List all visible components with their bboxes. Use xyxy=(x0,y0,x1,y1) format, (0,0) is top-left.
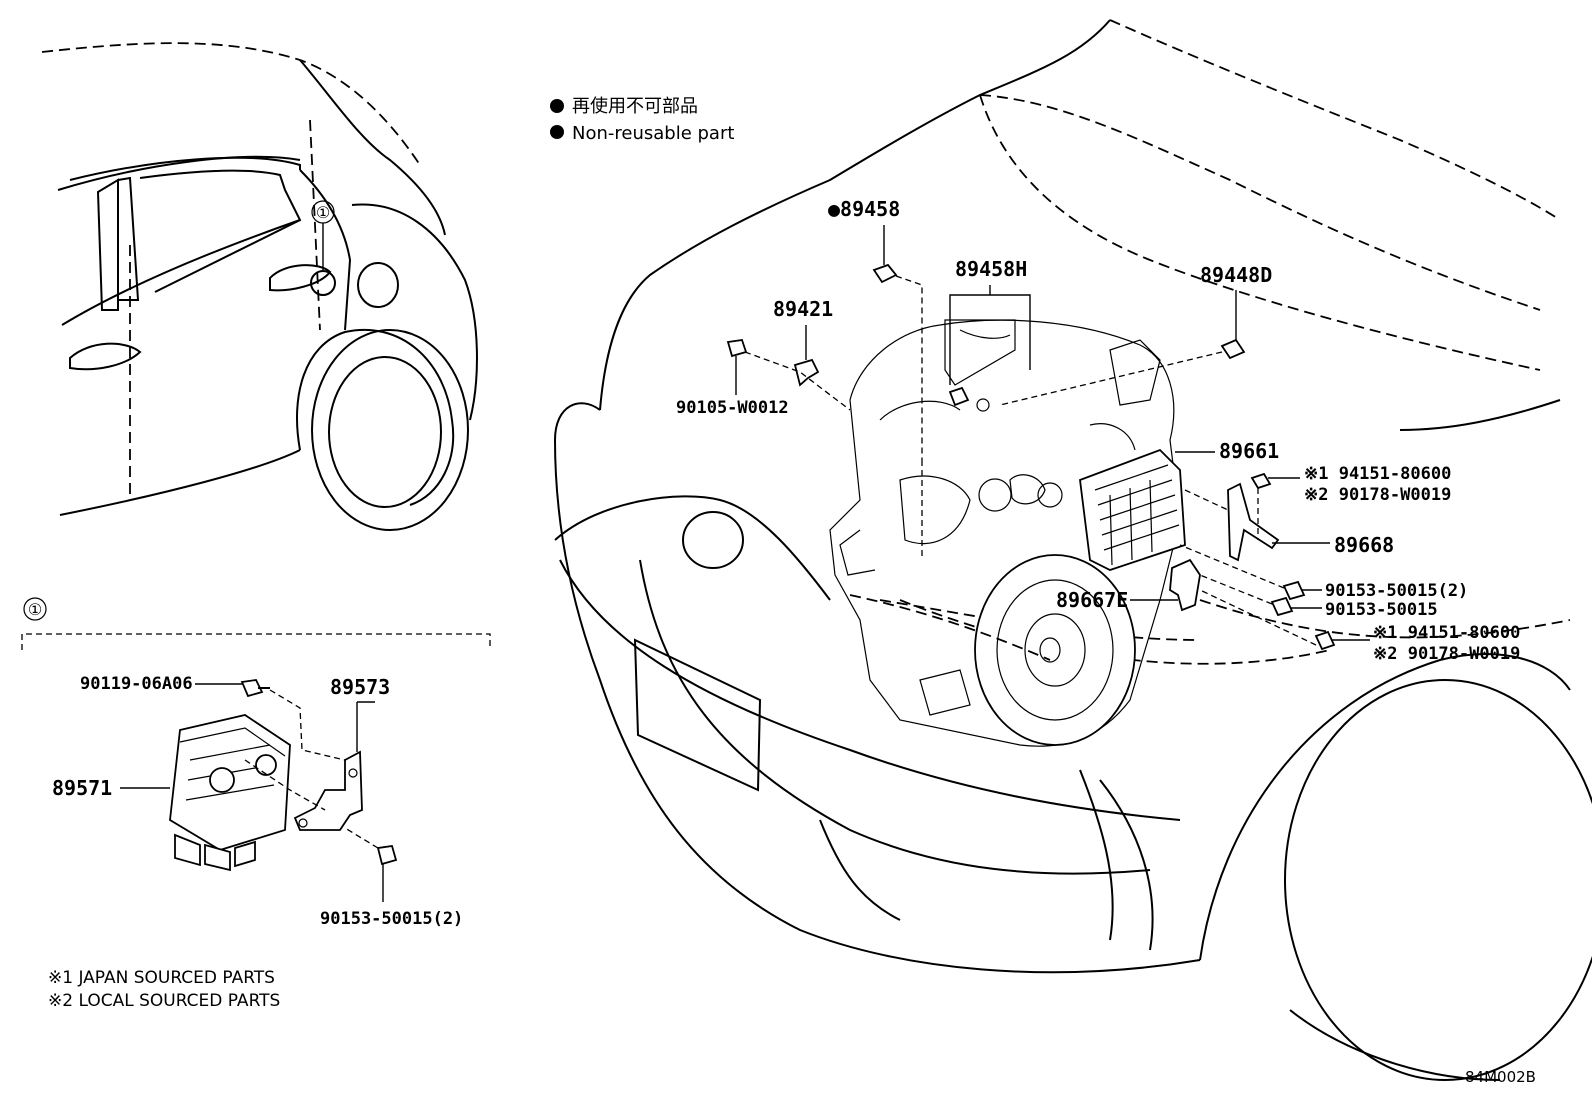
part-89448D-sensor xyxy=(999,290,1246,406)
part-89661-ecu xyxy=(1079,448,1215,571)
callout-1-marker: ① xyxy=(310,200,336,296)
non-reusable-bullet-en xyxy=(550,125,564,139)
footnotes: ※1 JAPAN SOURCED PARTS ※2 LOCAL SOURCED … xyxy=(48,968,1536,1086)
label-89667E: 89667E xyxy=(1056,588,1128,612)
label-89448D: 89448D xyxy=(1200,263,1272,287)
label-90178-upper: ※2 90178-W0019 xyxy=(1304,485,1451,505)
label-94151-upper: ※1 94151-80600 xyxy=(1304,464,1451,484)
legend-en: Non-reusable part xyxy=(572,123,734,144)
part-89458-sensor xyxy=(872,225,923,560)
callout-1-label: ① xyxy=(316,203,330,222)
detail-1-label: ① xyxy=(28,600,42,619)
part-89421-clip xyxy=(744,325,851,411)
label-89573: 89573 xyxy=(330,675,390,699)
part-89668-bracket xyxy=(1184,482,1330,562)
part-89573-bracket xyxy=(293,701,375,831)
legend: 再使用不可部品 Non-reusable part xyxy=(550,96,734,144)
label-89661: 89661 xyxy=(1219,439,1279,463)
part-90153-bolt-right-b xyxy=(1199,574,1322,617)
label-90153-2-lower: 90153-50015(2) xyxy=(320,909,463,929)
label-89668: 89668 xyxy=(1334,533,1394,557)
part-labels: ●89458 89458H 89448D 89421 90105-W0012 8… xyxy=(52,197,1520,929)
footnote-japan: ※1 JAPAN SOURCED PARTS xyxy=(48,968,275,988)
engine-transaxle-assembly xyxy=(829,319,1181,747)
figure-code: 84M002B xyxy=(1465,1068,1536,1086)
part-nut-upper xyxy=(1250,472,1300,540)
footnote-local: ※2 LOCAL SOURCED PARTS xyxy=(48,991,280,1011)
label-90105: 90105-W0012 xyxy=(676,398,789,418)
label-89458: ●89458 xyxy=(828,197,900,221)
detail-section-1: ① xyxy=(21,597,491,902)
label-90153-right: 90153-50015 xyxy=(1325,600,1438,620)
label-89571: 89571 xyxy=(52,776,112,800)
part-90153-bolt-right-a xyxy=(1179,544,1322,601)
vehicle-rear-view xyxy=(41,42,478,531)
label-90119: 90119-06A06 xyxy=(80,674,193,694)
part-nut-lower xyxy=(1199,589,1370,651)
non-reusable-bullet xyxy=(550,99,564,113)
legend-jp: 再使用不可部品 xyxy=(572,96,698,117)
part-90153-bolt-lower xyxy=(244,759,398,902)
label-94151-lower: ※1 94151-80600 xyxy=(1373,623,1520,643)
part-89667E-bracket xyxy=(1130,558,1201,612)
part-90105-bolt xyxy=(726,339,748,395)
part-90119-bolt xyxy=(195,679,346,761)
label-90178-lower: ※2 90178-W0019 xyxy=(1373,644,1520,664)
label-90153-2-right: 90153-50015(2) xyxy=(1325,581,1468,601)
vehicle-front-view xyxy=(553,19,1592,1081)
label-89458H: 89458H xyxy=(955,257,1027,281)
label-89421: 89421 xyxy=(773,297,833,321)
part-89458H-sensor xyxy=(948,285,1031,412)
part-89571-module xyxy=(169,714,291,872)
